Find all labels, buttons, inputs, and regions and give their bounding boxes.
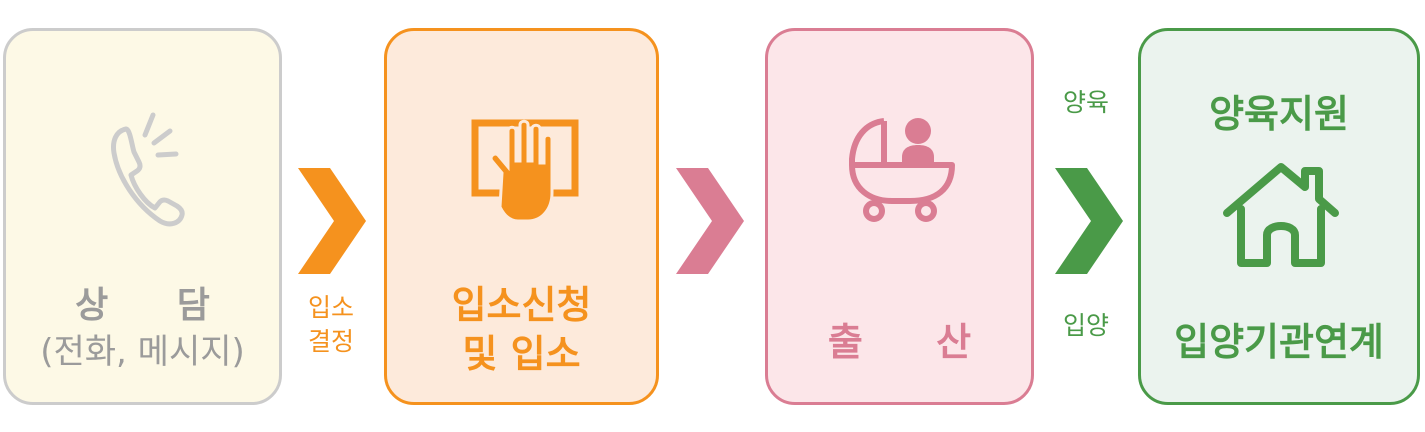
connector-label-line: 입소 xyxy=(307,293,354,322)
step-childbirth: 출 산 xyxy=(765,28,1034,405)
step-title: 상 담 xyxy=(75,285,238,326)
connector-label-line: 결정 xyxy=(307,327,354,356)
baby-stroller-icon xyxy=(849,118,955,222)
step-title-line2: 및 입소 xyxy=(462,332,581,376)
connector-label-adoption: 입양 xyxy=(1062,311,1109,340)
step-title: 출 산 xyxy=(827,320,1002,364)
hand-tablet-icon xyxy=(471,119,579,223)
step-title-bottom: 입양기관연계 xyxy=(1174,320,1384,364)
step-title-top: 양육지원 xyxy=(1209,92,1349,136)
connector-label-parenting: 양육 xyxy=(1062,88,1109,117)
chevron-right-icon xyxy=(1055,168,1123,274)
connector-label-decision: 입소 결정 xyxy=(300,291,362,359)
chevron-right-icon xyxy=(298,168,366,274)
step-subtitle: (전화, 메시지) xyxy=(40,332,245,372)
step-consultation: 상 담 (전화, 메시지) xyxy=(3,28,282,405)
step-admission: 입소신청 및 입소 xyxy=(384,28,659,405)
step-title-line1: 입소신청 xyxy=(451,283,592,327)
chevron-right-icon xyxy=(676,168,744,274)
step-support: 양육지원 입양기관연계 xyxy=(1138,28,1420,405)
phone-icon xyxy=(111,112,185,227)
house-icon xyxy=(1223,163,1339,267)
